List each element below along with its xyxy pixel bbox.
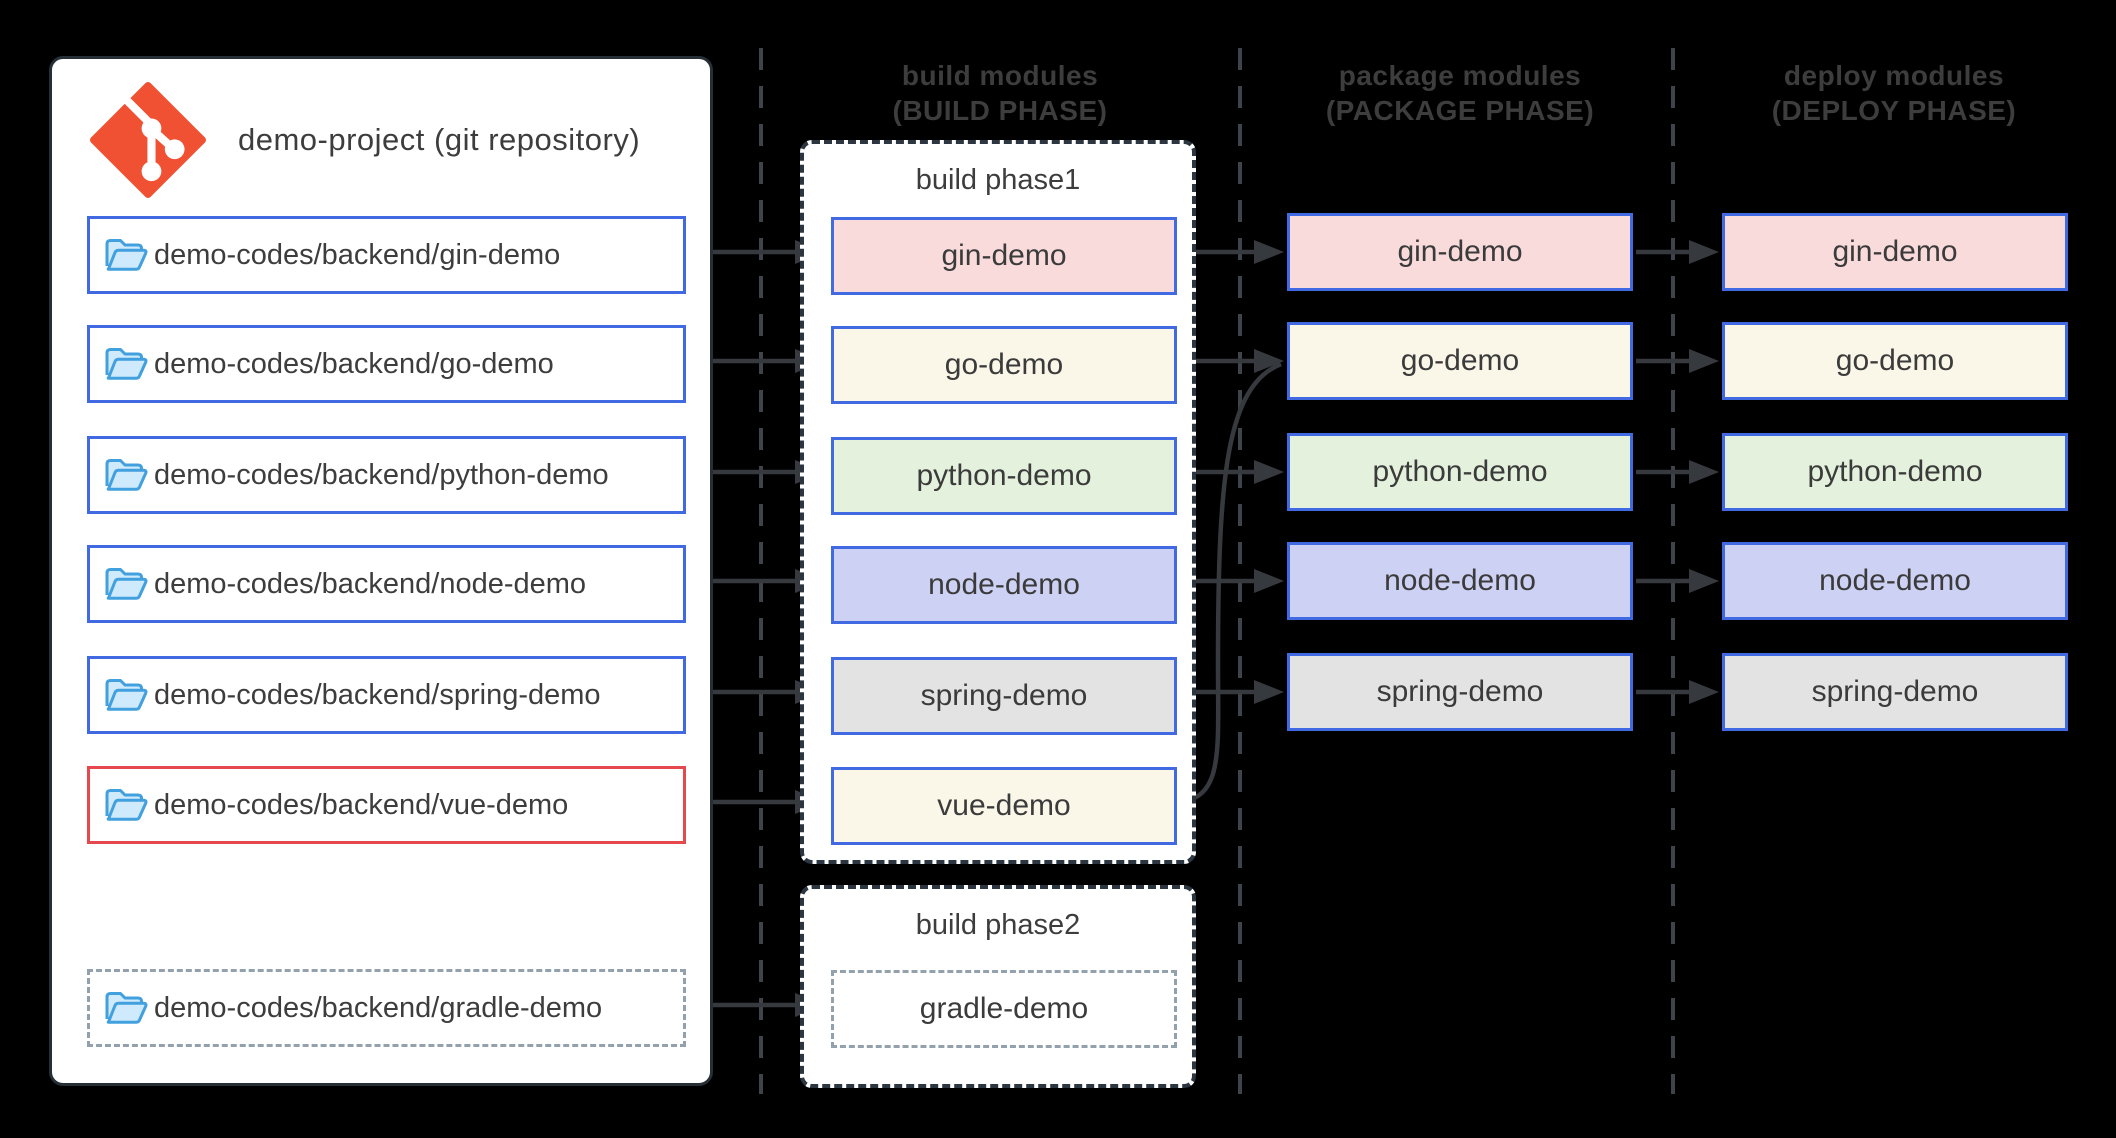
build-phase2-panel: build phase2 gradle-demo — [800, 885, 1196, 1088]
build-module-python: python-demo — [831, 437, 1177, 515]
build-module-gin: gin-demo — [831, 217, 1177, 295]
package-module-node: node-demo — [1287, 542, 1633, 620]
repo-item-label: demo-codes/backend/gradle-demo — [154, 991, 603, 1024]
git-icon — [90, 82, 206, 198]
package-module-spring: spring-demo — [1287, 653, 1633, 731]
build-module-node: node-demo — [831, 546, 1177, 624]
repo-header: demo-project (git repository) — [90, 81, 640, 199]
repo-item-go: demo-codes/backend/go-demo — [87, 325, 686, 403]
repo-item-label: demo-codes/backend/node-demo — [154, 567, 587, 600]
build-module-vue: vue-demo — [831, 767, 1177, 845]
package-module-gin: gin-demo — [1287, 213, 1633, 291]
folder-icon — [105, 348, 148, 380]
repo-item-label: demo-codes/backend/go-demo — [154, 347, 554, 380]
column-header-deploy-line1: deploy modules — [1783, 60, 2005, 91]
column-header-deploy-line2: (DEPLOY PHASE) — [1771, 95, 2017, 126]
column-header-build-line1: build modules — [901, 60, 1099, 91]
folder-icon — [105, 992, 148, 1024]
deploy-module-gin: gin-demo — [1722, 213, 2068, 291]
deploy-module-python: python-demo — [1722, 433, 2068, 511]
repo-item-gin: demo-codes/backend/gin-demo — [87, 216, 686, 294]
folder-icon — [105, 679, 148, 711]
repo-item-spring: demo-codes/backend/spring-demo — [87, 656, 686, 734]
deploy-module-node: node-demo — [1722, 542, 2068, 620]
repo-item-label: demo-codes/backend/gin-demo — [154, 238, 561, 271]
column-header-build-line2: (BUILD PHASE) — [892, 95, 1108, 126]
column-header-build: build modules (BUILD PHASE) — [760, 58, 1240, 128]
git-repo-panel: demo-project (git repository) demo-codes… — [49, 56, 713, 1086]
build-phase2-title: build phase2 — [915, 909, 1081, 941]
repo-item-label: demo-codes/backend/vue-demo — [154, 788, 569, 821]
arrow-build-vue-to-package-go — [1175, 361, 1282, 805]
build-phase1-title: build phase1 — [915, 164, 1081, 196]
repo-item-label: demo-codes/backend/python-demo — [154, 458, 609, 491]
repo-item-python: demo-codes/backend/python-demo — [87, 436, 686, 514]
build-module-gradle: gradle-demo — [831, 970, 1177, 1048]
column-header-package-line1: package modules — [1338, 60, 1582, 91]
folder-icon — [105, 568, 148, 600]
repo-item-node: demo-codes/backend/node-demo — [87, 545, 686, 623]
column-header-package: package modules (PACKAGE PHASE) — [1220, 58, 1700, 128]
folder-icon — [105, 459, 148, 491]
build-phase1-panel: build phase1 gin-demo go-demo python-dem… — [800, 140, 1196, 864]
repo-item-label: demo-codes/backend/spring-demo — [154, 678, 601, 711]
package-module-go: go-demo — [1287, 322, 1633, 400]
folder-icon — [105, 789, 148, 821]
repo-item-gradle: demo-codes/backend/gradle-demo — [87, 969, 686, 1047]
repo-item-vue: demo-codes/backend/vue-demo — [87, 766, 686, 844]
repo-title: demo-project (git repository) — [238, 122, 641, 157]
package-module-python: python-demo — [1287, 433, 1633, 511]
column-header-package-line2: (PACKAGE PHASE) — [1325, 95, 1595, 126]
build-module-spring: spring-demo — [831, 657, 1177, 735]
deploy-module-go: go-demo — [1722, 322, 2068, 400]
folder-icon — [105, 239, 148, 271]
deploy-module-spring: spring-demo — [1722, 653, 2068, 731]
column-header-deploy: deploy modules (DEPLOY PHASE) — [1654, 58, 2116, 128]
build-module-go: go-demo — [831, 326, 1177, 404]
